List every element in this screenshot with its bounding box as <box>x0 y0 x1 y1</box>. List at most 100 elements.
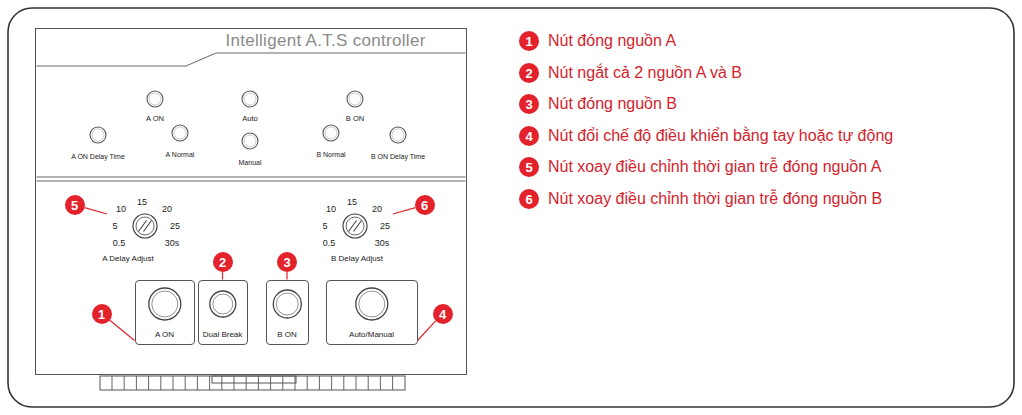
callout-number-text: 4 <box>439 307 446 320</box>
terminal-divider <box>392 376 393 390</box>
terminal-divider <box>319 376 320 390</box>
panel-divider <box>37 177 466 178</box>
legend-text: Nút đóng nguồn B <box>548 96 677 112</box>
delay-knob <box>343 214 367 238</box>
device-title: Intelligent A.T.S controller <box>225 31 425 48</box>
terminal-divider <box>282 376 283 390</box>
terminal-strip <box>100 376 405 390</box>
indicator-lamp <box>242 133 258 149</box>
knob-body <box>133 214 157 238</box>
terminal-block <box>212 376 296 383</box>
scale-mark: 5 <box>112 222 117 231</box>
terminal-divider <box>307 376 308 390</box>
push-button: Auto/Manual <box>326 280 418 345</box>
button-cap <box>209 291 235 317</box>
terminal-divider <box>234 376 235 390</box>
scale-mark: 30s <box>165 239 180 248</box>
lamp-lens <box>174 127 186 139</box>
button-ring <box>151 291 177 317</box>
terminal-divider <box>356 376 357 390</box>
scale-mark: 20 <box>372 205 382 214</box>
callout-number-text: 1 <box>98 307 105 320</box>
knob-cap <box>346 217 364 235</box>
terminal-divider <box>368 376 369 390</box>
button-cap <box>273 290 301 318</box>
lamp-lens <box>325 127 337 139</box>
callout-number-text: 2 <box>219 255 226 268</box>
indicator-lamp <box>147 91 163 107</box>
terminal-divider <box>173 376 174 390</box>
indicator-lamp <box>172 125 188 141</box>
indicator-lamp <box>90 127 106 143</box>
legend-text: Nút ngắt cả 2 nguồn A và B <box>548 65 742 81</box>
button-label: B ON <box>277 331 297 339</box>
terminal-divider <box>160 376 161 390</box>
legend-number: 4 <box>525 129 532 142</box>
panel-divider <box>37 181 466 182</box>
leader-line <box>286 272 287 280</box>
terminal-divider <box>148 376 149 390</box>
scale-mark: 25 <box>380 222 390 231</box>
terminal-divider <box>209 376 210 390</box>
button-label: A ON <box>155 331 174 339</box>
controller-panel: Intelligent A.T.S controller562314A ONDu… <box>35 28 467 375</box>
lamp-ring <box>242 133 258 149</box>
legend-number: 6 <box>525 192 532 205</box>
leader-line <box>85 208 107 214</box>
push-button: B ON <box>266 280 309 345</box>
knob-cap <box>136 217 154 235</box>
terminal-divider <box>136 376 137 390</box>
lamp-lens <box>244 135 256 147</box>
indicator-lamp <box>390 127 406 143</box>
leader-line <box>393 208 415 214</box>
lamp-label: A Normal <box>166 151 195 158</box>
button-ring <box>358 291 384 317</box>
leader-line <box>109 320 134 341</box>
legend-number: 1 <box>525 35 532 48</box>
lamp-label: Auto <box>242 115 257 123</box>
lamp-ring <box>90 127 106 143</box>
button-cap <box>148 288 180 320</box>
button-ring <box>276 293 298 315</box>
terminal-divider <box>185 376 186 390</box>
lamp-label: B ON Delay Time <box>371 153 425 160</box>
lamp-ring <box>390 127 406 143</box>
lamp-label: A ON <box>146 115 164 123</box>
legend-text: Nút đóng nguồn A <box>548 33 676 49</box>
lamp-lens <box>244 93 256 105</box>
push-button: Dual Break <box>198 280 248 345</box>
push-button: A ON <box>135 280 195 345</box>
delay-knob <box>133 214 157 238</box>
terminal-divider <box>343 376 344 390</box>
scale-mark: 10 <box>116 205 126 214</box>
terminal-divider <box>295 376 296 390</box>
indicator-lamp <box>242 91 258 107</box>
scale-mark: 20 <box>162 205 172 214</box>
lamp-ring <box>147 91 163 107</box>
knob-label: B Delay Adjust <box>331 255 383 263</box>
legend-text: Nút xoay điều chỉnh thời gian trễ đóng n… <box>548 159 881 175</box>
scale-mark: 5 <box>322 222 327 231</box>
knob-body <box>343 214 367 238</box>
button-cap <box>355 288 387 320</box>
knob-label: A Delay Adjust <box>102 255 154 263</box>
lamp-ring <box>347 91 363 107</box>
terminal-divider <box>331 376 332 390</box>
lamp-ring <box>242 91 258 107</box>
scale-mark: 25 <box>170 222 180 231</box>
callout-number: 1 <box>92 304 112 324</box>
lamp-lens <box>149 93 161 105</box>
indicator-lamp <box>347 91 363 107</box>
button-ring <box>212 294 232 314</box>
lamp-ring <box>323 125 339 141</box>
scale-mark: 30s <box>375 239 390 248</box>
callout-number-text: 6 <box>421 198 428 211</box>
lamp-lens <box>92 129 104 141</box>
indicator-lamp <box>323 125 339 141</box>
lamp-label: B ON <box>346 115 364 123</box>
legend-number: 2 <box>525 66 532 79</box>
lamp-label: B Normal <box>316 151 345 158</box>
